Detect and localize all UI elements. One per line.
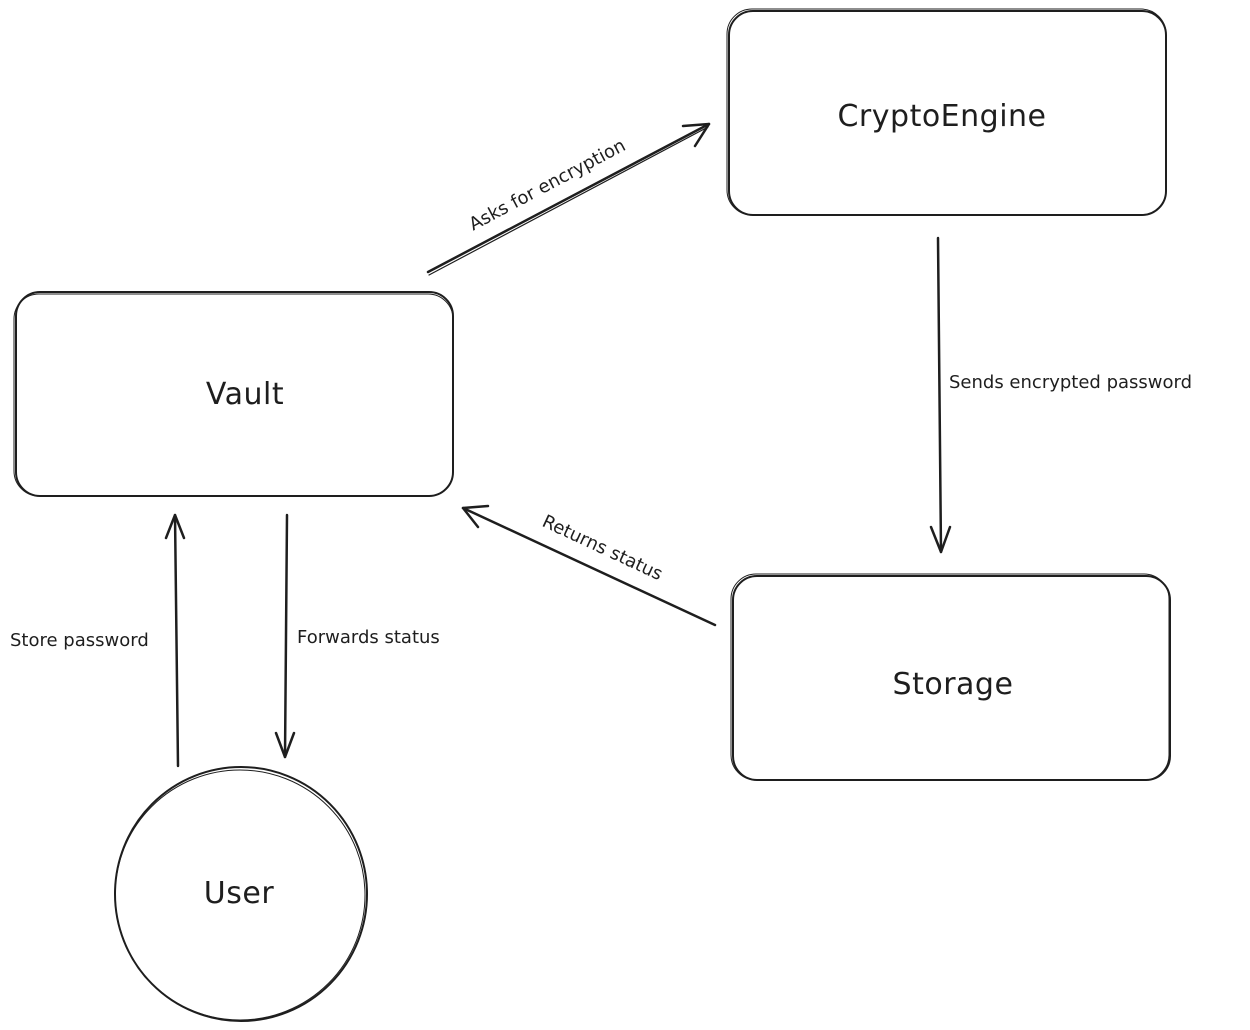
vault-node[interactable]: Vault <box>13 291 454 497</box>
arrow-storage-to-vault-line <box>461 506 717 627</box>
label-store-password: Store password <box>10 630 149 651</box>
arrow-storage-to-vault-head <box>461 504 490 529</box>
crypto-engine-box-sketch <box>726 8 1167 216</box>
arrow-crypto-engine-to-storage-head <box>929 525 952 554</box>
arrow-vault-to-crypto-engine-line <box>426 122 711 274</box>
user-node[interactable]: User <box>114 766 368 1022</box>
crypto-engine-label: CryptoEngine <box>837 99 1046 134</box>
storage-label: Storage <box>893 667 1014 702</box>
arrow-user-to-vault-line <box>173 513 180 768</box>
crypto-engine-node[interactable]: CryptoEngine <box>726 8 1167 216</box>
storage-node[interactable]: Storage <box>730 573 1171 781</box>
arrow-crypto-engine-to-storage[interactable] <box>929 236 952 554</box>
label-sends-encrypted-password: Sends encrypted password <box>949 372 1192 393</box>
vault-label: Vault <box>206 377 284 412</box>
arrow-vault-to-crypto-engine[interactable] <box>426 122 711 276</box>
arrow-vault-to-user-head <box>274 731 296 759</box>
arrow-user-to-vault[interactable] <box>164 513 186 768</box>
arrow-user-to-vault-head <box>164 513 186 540</box>
arrow-vault-to-crypto-engine-head <box>681 122 711 148</box>
user-label: User <box>204 876 275 911</box>
arrow-storage-to-vault[interactable] <box>461 504 717 627</box>
arrow-crypto-engine-to-storage-line <box>936 236 943 554</box>
arrow-vault-to-crypto-engine-line-sketch <box>428 126 709 276</box>
arrow-vault-to-user[interactable] <box>274 513 296 759</box>
label-forwards-status: Forwards status <box>297 627 440 648</box>
arrow-vault-to-user-line <box>283 513 289 759</box>
user-circle-sketch <box>114 769 366 1021</box>
vault-box-sketch <box>13 293 454 497</box>
storage-box-sketch <box>730 573 1170 781</box>
label-asks-for-encryption: Asks for encryption <box>466 135 630 235</box>
